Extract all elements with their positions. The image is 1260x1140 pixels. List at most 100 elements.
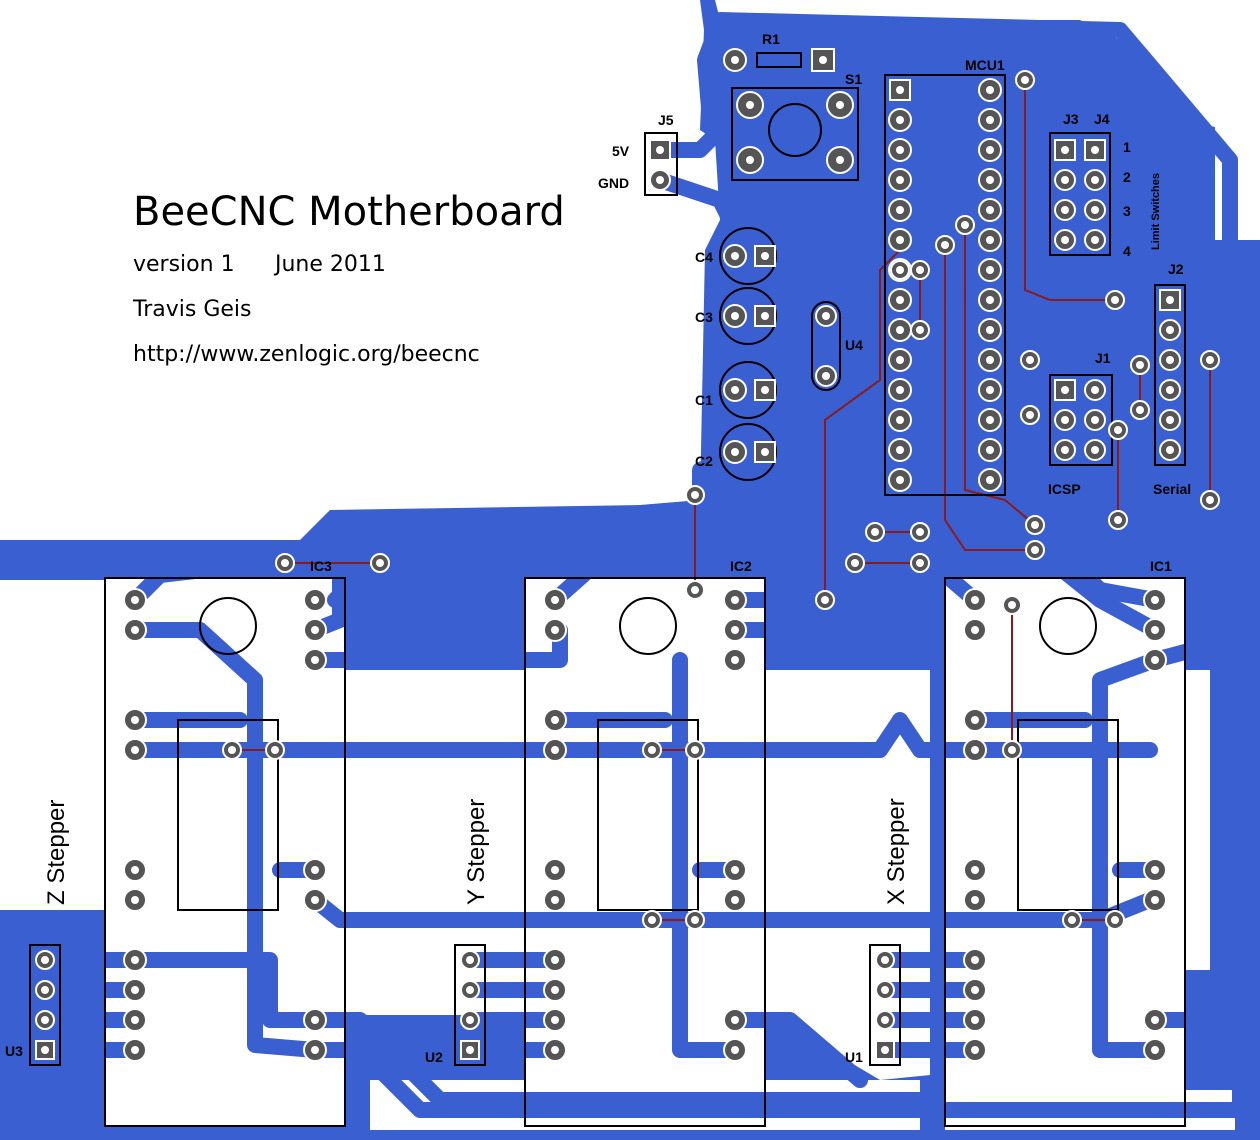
label-c2: C2 (695, 453, 713, 469)
pad-hole (131, 1016, 139, 1024)
pad-hole (1021, 76, 1029, 84)
pad-hole (551, 956, 559, 964)
pad-hole (1206, 496, 1214, 504)
label-c1: C1 (695, 392, 713, 408)
pad-hole (311, 596, 319, 604)
pad-hole (551, 716, 559, 724)
pad-hole (41, 986, 49, 994)
pad-hole (466, 1016, 474, 1024)
pad-hole (896, 146, 904, 154)
pad-hole (971, 716, 979, 724)
pad-hole (1111, 916, 1119, 924)
pad-hole (986, 206, 994, 214)
pad-hole (1091, 416, 1099, 424)
pad-hole (691, 916, 699, 924)
pad-hole (896, 266, 904, 274)
pad-hole (916, 266, 924, 274)
label-mcu1: MCU1 (965, 57, 1005, 73)
label-gnd: GND (598, 175, 629, 191)
pad-hole (971, 1046, 979, 1054)
pad-hole (648, 916, 656, 924)
label-r1: R1 (762, 31, 780, 47)
pad-hole (731, 252, 739, 260)
pad-hole (986, 386, 994, 394)
pad-hole (1166, 356, 1174, 364)
pad-hole (648, 746, 656, 754)
pad-hole (131, 1046, 139, 1054)
label-x-stepper: X Stepper (883, 798, 910, 905)
pad-hole (311, 626, 319, 634)
pad-hole (131, 626, 139, 634)
pad-hole (731, 866, 739, 874)
pad-hole (41, 1046, 49, 1054)
pad-hole (761, 386, 769, 394)
pad-hole (271, 746, 279, 754)
pad-hole (131, 746, 139, 754)
label-u2: U2 (425, 1049, 443, 1065)
label-u4: U4 (845, 337, 863, 353)
pad-hole (746, 156, 754, 164)
component-labels: R1 S1 MCU1 J5 5V GND J3 J4 1 2 3 4 Limit… (5, 31, 1191, 1065)
pad-hole (1061, 176, 1069, 184)
pad-hole (731, 626, 739, 634)
pad-hole (986, 356, 994, 364)
pad-hole (881, 1046, 889, 1054)
label-z-stepper: Z Stepper (43, 800, 70, 905)
pad-hole (1151, 1046, 1159, 1054)
pad-hole (1031, 521, 1039, 529)
pad-hole (281, 559, 289, 567)
pad-hole (1151, 896, 1159, 904)
pad-hole (896, 236, 904, 244)
pad-hole (1068, 916, 1076, 924)
pad-hole (1111, 296, 1119, 304)
pad-hole (41, 956, 49, 964)
pad-hole (131, 866, 139, 874)
pad-hole (881, 986, 889, 994)
pad-hole (896, 86, 904, 94)
label-j3: J3 (1063, 111, 1079, 127)
pad-hole (691, 491, 699, 499)
pad-hole (971, 746, 979, 754)
label-ls2: 2 (1123, 169, 1131, 185)
pad-hole (551, 866, 559, 874)
pad-hole (986, 446, 994, 454)
pad-hole (1166, 326, 1174, 334)
pad-hole (761, 252, 769, 260)
label-ls4: 4 (1123, 243, 1131, 259)
pad-hole (551, 596, 559, 604)
pad-hole (1151, 656, 1159, 664)
pad-hole (311, 656, 319, 664)
pad-hole (1166, 446, 1174, 454)
pad-hole (311, 866, 319, 874)
pad-hole (131, 956, 139, 964)
pad-hole (822, 312, 830, 320)
label-s1: S1 (845, 71, 862, 87)
pad-hole (896, 326, 904, 334)
label-c4: C4 (695, 249, 713, 265)
label-j1: J1 (1095, 350, 1111, 366)
pad-hole (1061, 146, 1069, 154)
label-j5: J5 (658, 112, 674, 128)
pad-hole (1114, 516, 1122, 524)
pad-hole (822, 372, 830, 380)
pad-hole (731, 386, 739, 394)
pads (35, 48, 1220, 1062)
pad-hole (731, 56, 739, 64)
pad-hole (986, 146, 994, 154)
pad-hole (896, 296, 904, 304)
pad-hole (1061, 416, 1069, 424)
pad-hole (311, 1046, 319, 1054)
pad-hole (986, 416, 994, 424)
pad-hole (131, 896, 139, 904)
pad-hole (761, 448, 769, 456)
pad-hole (1091, 206, 1099, 214)
pad-hole (971, 896, 979, 904)
pad-hole (731, 656, 739, 664)
label-ic1: IC1 (1150, 558, 1172, 574)
board-version: version 1 (133, 252, 235, 277)
label-5v: 5V (612, 143, 630, 159)
pad-hole (466, 1046, 474, 1054)
label-ic3: IC3 (310, 558, 332, 574)
label-c3: C3 (695, 309, 713, 325)
